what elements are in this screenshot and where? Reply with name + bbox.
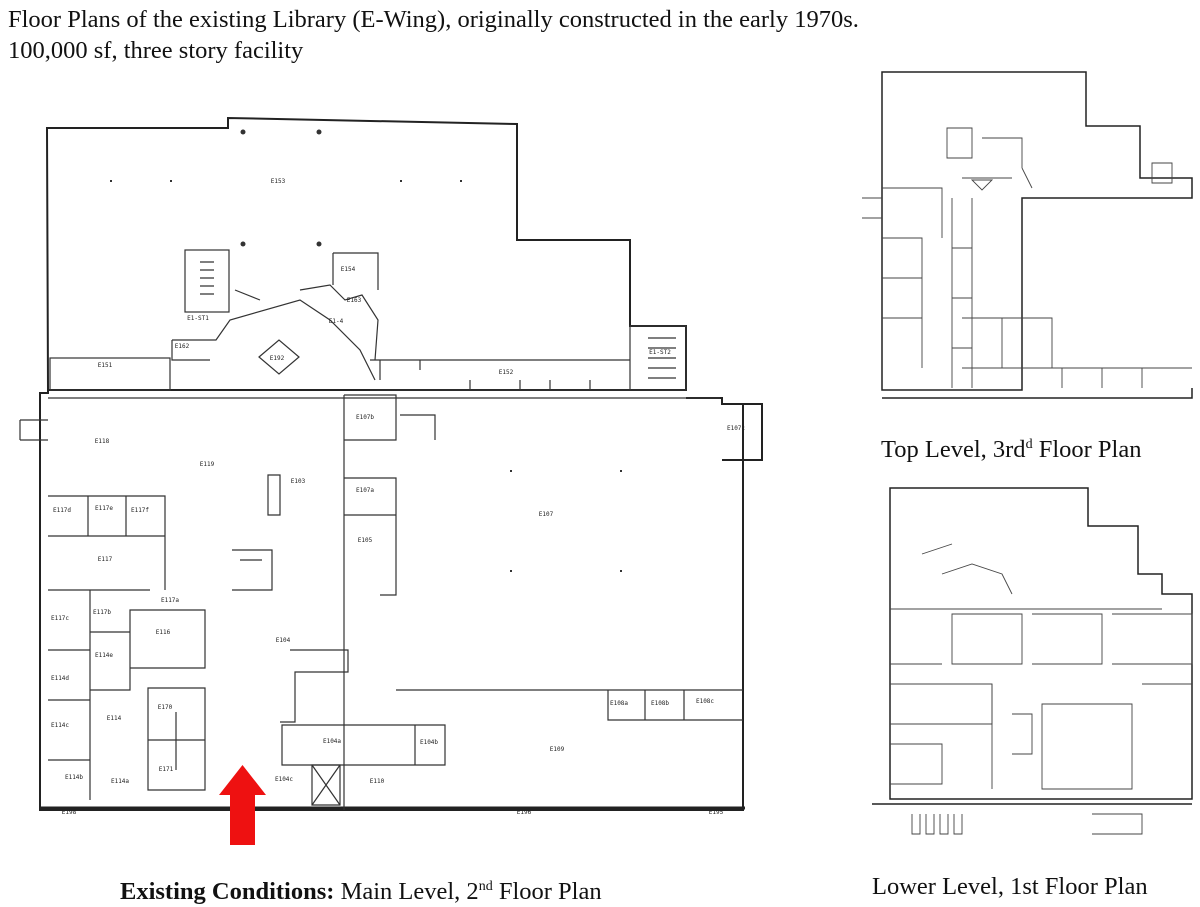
room-label: E152 bbox=[499, 369, 514, 376]
room-label: E1-4 bbox=[329, 318, 344, 325]
room-label: E108b bbox=[651, 700, 669, 707]
room-label: E116 bbox=[156, 629, 171, 636]
heading-line-1: Floor Plans of the existing Library (E-W… bbox=[8, 6, 859, 33]
room-label: E104a bbox=[323, 738, 341, 745]
room-label: E114b bbox=[65, 774, 83, 781]
room-label: E153 bbox=[271, 178, 286, 185]
room-label: E198 bbox=[62, 809, 77, 816]
room-label: E117b bbox=[93, 609, 111, 616]
lower-level-caption: Lower Level, 1st Floor Plan bbox=[872, 873, 1148, 900]
room-label: E114d bbox=[51, 675, 69, 682]
lower-level-floor-plan bbox=[872, 487, 1193, 835]
room-label: E1-ST1 bbox=[187, 315, 209, 322]
room-label: E195 bbox=[709, 809, 724, 816]
room-label: E107a bbox=[356, 487, 374, 494]
room-label: E114e bbox=[95, 652, 113, 659]
room-label: E117c bbox=[51, 615, 69, 622]
room-label: E154 bbox=[341, 266, 356, 273]
room-label: E108a bbox=[610, 700, 628, 707]
room-label: E162 bbox=[175, 343, 190, 350]
room-label: E117e bbox=[95, 505, 113, 512]
room-label: E108c bbox=[696, 698, 714, 705]
room-label: E107 bbox=[539, 511, 554, 518]
page-heading: Floor Plans of the existing Library (E-W… bbox=[8, 4, 859, 66]
room-label: E151 bbox=[98, 362, 113, 369]
room-label: E110 bbox=[370, 778, 385, 785]
room-label: E114a bbox=[111, 778, 129, 785]
top-level-floor-plan bbox=[862, 71, 1193, 399]
room-label: E163 bbox=[347, 297, 362, 304]
room-label: E103 bbox=[291, 478, 306, 485]
room-label: E104c bbox=[275, 776, 293, 783]
room-label: E117 bbox=[98, 556, 113, 563]
room-label: E114 bbox=[107, 715, 122, 722]
room-label: E104 bbox=[276, 637, 291, 644]
room-label: E105 bbox=[358, 537, 373, 544]
room-label: E118 bbox=[95, 438, 110, 445]
room-label: E192 bbox=[270, 355, 285, 362]
room-label: E117d bbox=[53, 507, 71, 514]
room-label: E170 bbox=[158, 704, 173, 711]
room-label: E107b bbox=[356, 414, 374, 421]
room-label: E109 bbox=[550, 746, 565, 753]
entrance-arrow-icon bbox=[219, 765, 266, 845]
room-label: E1-ST2 bbox=[649, 349, 671, 356]
room-label: E114c bbox=[51, 722, 69, 729]
room-label: E117a bbox=[161, 597, 179, 604]
room-label: E117f bbox=[131, 507, 149, 514]
room-label: E196 bbox=[517, 809, 532, 816]
room-label: E104b bbox=[420, 739, 438, 746]
room-label: E119 bbox=[200, 461, 215, 468]
top-level-caption: Top Level, 3rdd Floor Plan bbox=[881, 436, 1142, 464]
heading-line-2: 100,000 sf, three story facility bbox=[8, 37, 304, 64]
room-label: E107c bbox=[727, 425, 745, 432]
main-level-caption: Existing Conditions: Main Level, 2nd Flo… bbox=[120, 878, 602, 906]
room-label: E171 bbox=[159, 766, 174, 773]
